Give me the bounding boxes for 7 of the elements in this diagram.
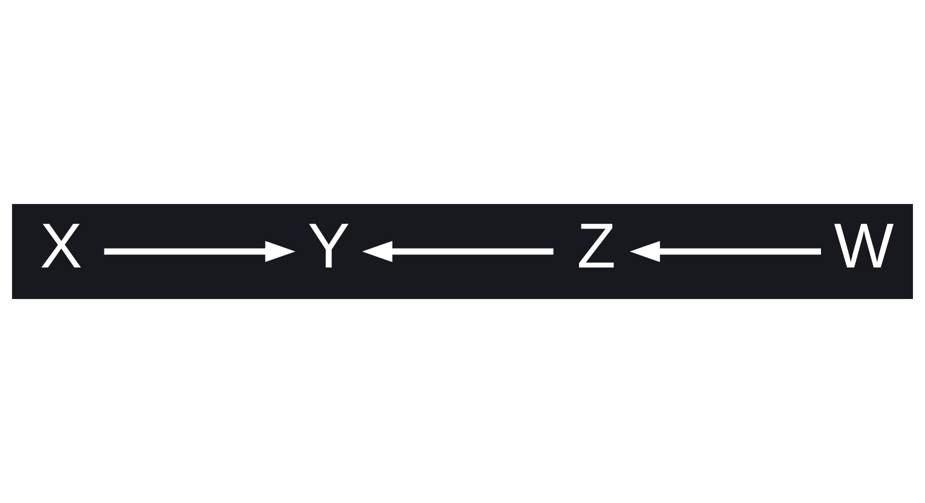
- node-text: Y: [308, 211, 350, 282]
- node-text: W: [834, 211, 894, 282]
- arrow: [104, 240, 296, 262]
- node-text: X: [40, 211, 82, 282]
- arrow: [630, 240, 821, 262]
- node-text: Z: [576, 211, 616, 282]
- arrow: [362, 240, 554, 262]
